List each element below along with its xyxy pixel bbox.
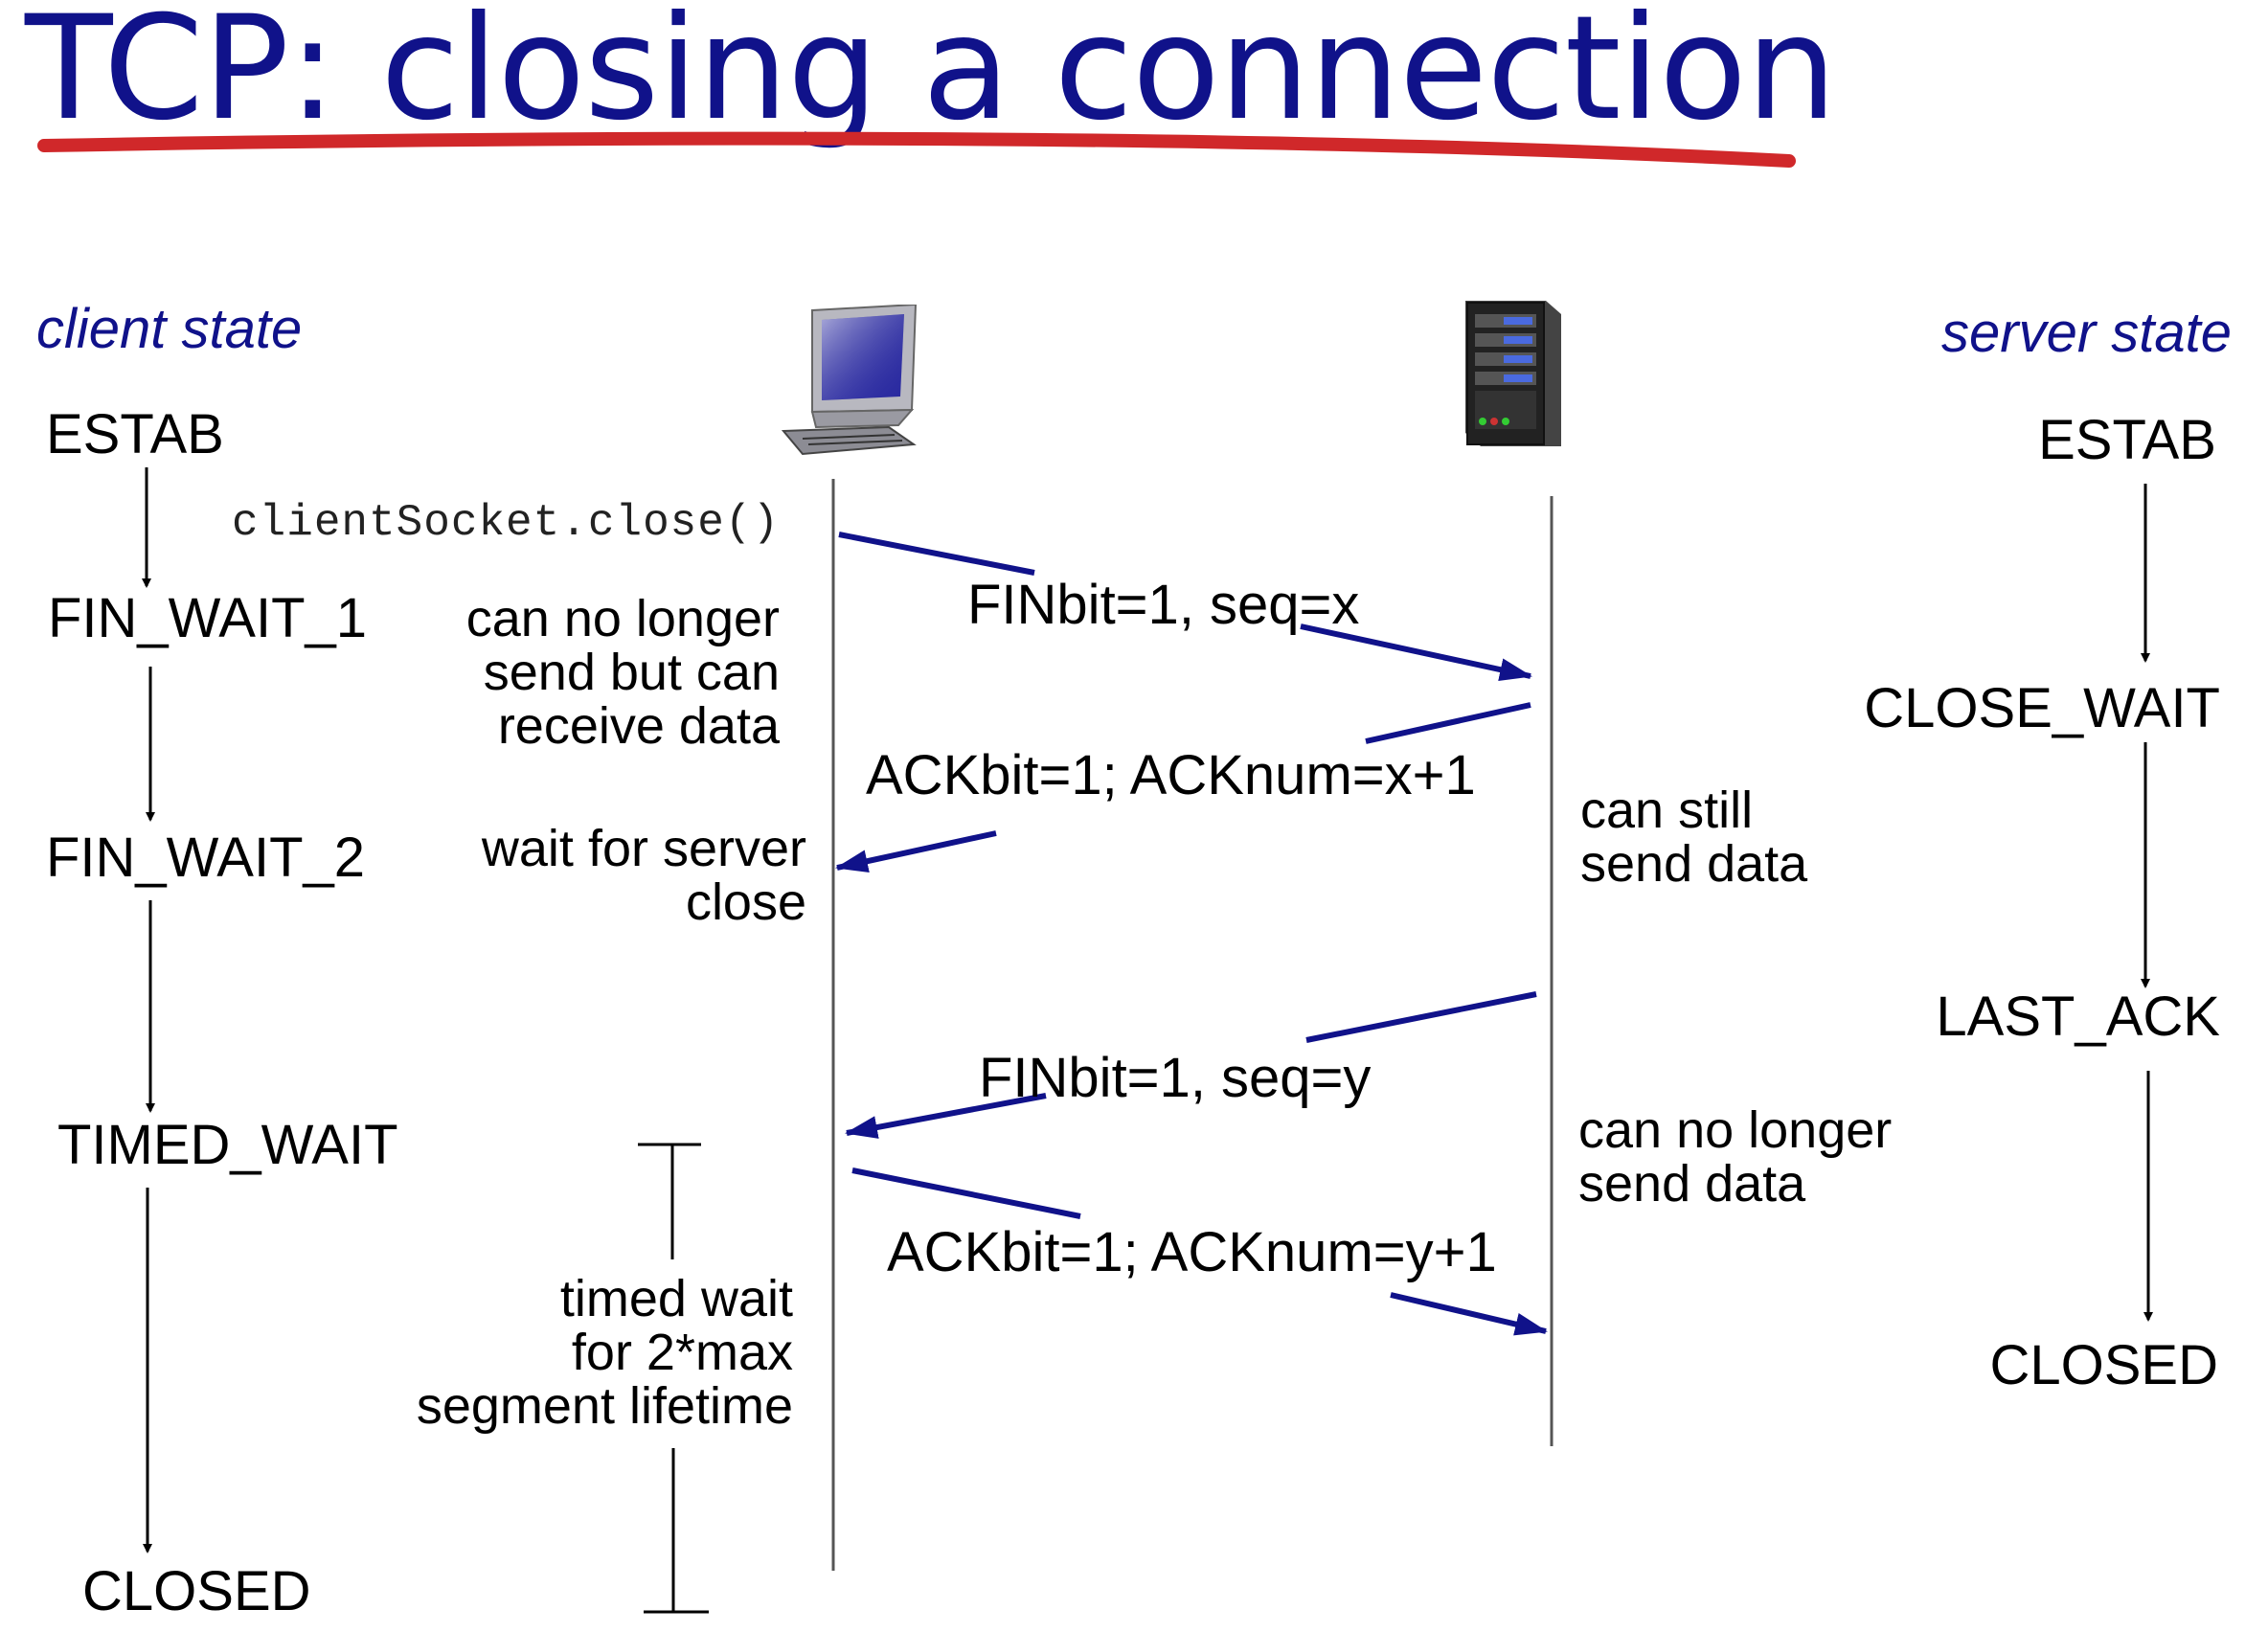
msg4-line-a — [851, 1167, 1081, 1219]
note-timed-wait: timed wait for 2*max segment lifetime — [416, 1270, 793, 1435]
msg3-line-a — [1305, 991, 1537, 1043]
msg3-line-b — [845, 1093, 1047, 1139]
client-state-header: client state — [36, 298, 303, 360]
server-state-estab: ESTAB — [2038, 409, 2216, 471]
note-fin-wait-2: wait for server close — [481, 820, 806, 931]
note-last-ack: can no longer send data — [1578, 1101, 1893, 1213]
msg1-line-b — [1300, 623, 1532, 681]
note-close-wait: can still send data — [1580, 782, 1808, 893]
client-state-closed: CLOSED — [82, 1560, 311, 1622]
client-state-timed-wait: TIMED_WAIT — [57, 1114, 398, 1176]
msg4-line-b — [1390, 1292, 1548, 1336]
client-state-fin-wait-2: FIN_WAIT_2 — [46, 827, 366, 889]
msg2-line-a — [1365, 702, 1531, 744]
note-fin-wait-1: can no longer send but can receive data — [465, 590, 780, 755]
msg-label-fin-y: FINbit=1, seq=y — [979, 1047, 1372, 1109]
title-underline — [37, 131, 1796, 168]
msg-label-fin-x: FINbit=1, seq=x — [967, 574, 1360, 636]
server-state-closed: CLOSED — [1989, 1334, 2218, 1396]
msg2-line-b — [835, 830, 997, 873]
page-title: TCP: closing a connection — [25, 0, 1837, 152]
msg1-line-a — [838, 532, 1035, 576]
client-state-fin-wait-1: FIN_WAIT_1 — [48, 587, 368, 649]
server-tower-icon — [1465, 301, 1561, 446]
server-state-header: server state — [1941, 302, 2232, 364]
server-state-last-ack: LAST_ACK — [1936, 986, 2220, 1048]
msg-label-ack-y: ACKbit=1; ACKnum=y+1 — [887, 1221, 1497, 1283]
msg-label-ack-x: ACKbit=1; ACKnum=x+1 — [866, 744, 1476, 806]
server-state-close-wait: CLOSE_WAIT — [1864, 677, 2220, 739]
client-close-call: clientSocket.close() — [232, 498, 781, 548]
desktop-computer-icon — [781, 305, 918, 456]
client-state-estab: ESTAB — [46, 403, 224, 465]
